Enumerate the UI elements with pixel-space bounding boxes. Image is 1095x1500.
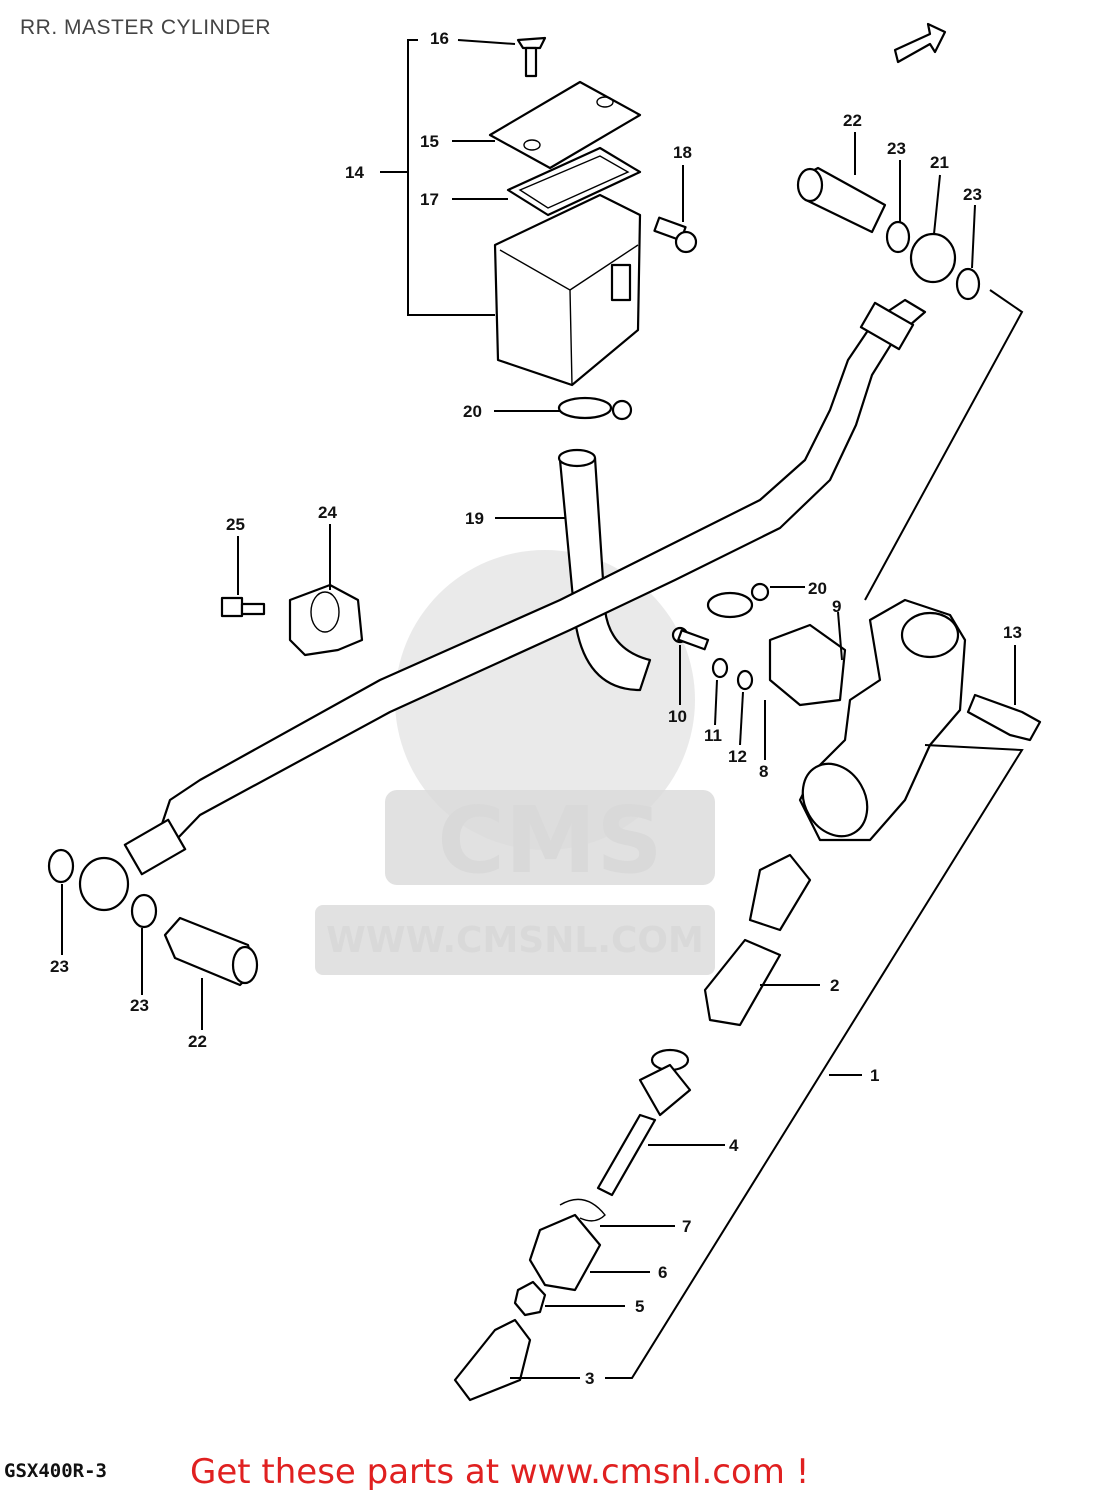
- page-title: RR. MASTER CYLINDER: [20, 16, 272, 39]
- part-13-bolt: [966, 693, 1042, 742]
- part-25-bolt: [220, 596, 266, 618]
- part-24-hose-clamp: [288, 583, 364, 657]
- callout-23-upper-left: 23: [887, 139, 906, 158]
- part-22-banjo-bolt-upper: [796, 166, 887, 234]
- part-10-bolt: [671, 626, 710, 651]
- part-22-banjo-bolt-lower: [163, 916, 259, 987]
- callout-22-lower: 22: [188, 1032, 207, 1051]
- part-4-push-rod: [596, 1048, 692, 1197]
- part-3-clevis: [453, 1318, 532, 1402]
- callout-23-upper-right: 23: [963, 185, 982, 204]
- leader-lines: [61, 39, 1024, 1379]
- part-23-washer-lower-left: [47, 848, 75, 884]
- part-8-9-fitting: [768, 623, 847, 707]
- part-2-spring: [703, 853, 812, 1027]
- callout-20-upper: 20: [463, 402, 482, 421]
- callout-4: 4: [729, 1136, 739, 1155]
- part-5-nut: [513, 1280, 547, 1317]
- callout-15: 15: [420, 132, 439, 151]
- callout-6: 6: [658, 1263, 667, 1282]
- watermark-brand: CMS: [437, 787, 662, 894]
- callout-7: 7: [682, 1217, 691, 1236]
- callout-8: 8: [759, 762, 768, 781]
- callout-10: 10: [668, 707, 687, 726]
- callout-1: 1: [870, 1066, 879, 1085]
- callout-19: 19: [465, 509, 484, 528]
- footer-link[interactable]: Get these parts at www.cmsnl.com !: [190, 1452, 810, 1492]
- callout-23-lower-right: 23: [130, 996, 149, 1015]
- part-6-boot: [528, 1213, 602, 1292]
- part-16-screw: [516, 36, 547, 78]
- master-cylinder-body: [798, 598, 967, 842]
- callout-17: 17: [420, 190, 439, 209]
- callout-12: 12: [728, 747, 747, 766]
- part-23-washer-lower-right: [130, 893, 158, 929]
- part-20-clamp-lower: [706, 582, 770, 619]
- part-11-washer: [711, 657, 729, 679]
- callout-2: 2: [830, 976, 839, 995]
- part-7-circlip: [559, 1198, 606, 1222]
- part-17-diaphragm: [506, 146, 642, 217]
- callout-5: 5: [635, 1297, 644, 1316]
- part-23-washer-upper-left: [885, 220, 911, 254]
- callout-13: 13: [1003, 623, 1022, 642]
- callout-3: 3: [585, 1369, 594, 1388]
- part-19-reservoir-hose: [557, 448, 652, 692]
- callout-11: 11: [704, 726, 722, 745]
- part-23-washer-upper-right: [955, 267, 981, 301]
- callout-20-lower: 20: [808, 579, 827, 598]
- callout-22-upper: 22: [843, 111, 862, 130]
- watermark-url: WWW.CMSNL.COM: [326, 920, 704, 961]
- callout-14: 14: [345, 163, 364, 182]
- part-20-clamp-upper: [557, 396, 633, 421]
- callout-9: 9: [832, 597, 841, 616]
- part-15-reservoir-cap: [488, 80, 642, 170]
- callout-labels: 16 15 14 17 18 20 19 22 23 21 23 25 24 2…: [50, 29, 1022, 1388]
- model-code: GSX400R-3: [4, 1460, 107, 1482]
- callout-21: 21: [930, 153, 949, 172]
- callout-25: 25: [226, 515, 245, 534]
- callout-18: 18: [673, 143, 692, 162]
- part-12-washer: [736, 669, 754, 691]
- front-arrow-icon: [893, 22, 947, 64]
- callout-23-lower-left: 23: [50, 957, 69, 976]
- part-18-screw: [653, 216, 698, 254]
- part-21-brake-hose: [78, 232, 957, 912]
- cms-watermark: CMS WWW.CMSNL.COM: [315, 550, 715, 975]
- part-14-reservoir: [493, 193, 642, 387]
- callout-16: 16: [430, 29, 449, 48]
- callout-24: 24: [318, 503, 337, 522]
